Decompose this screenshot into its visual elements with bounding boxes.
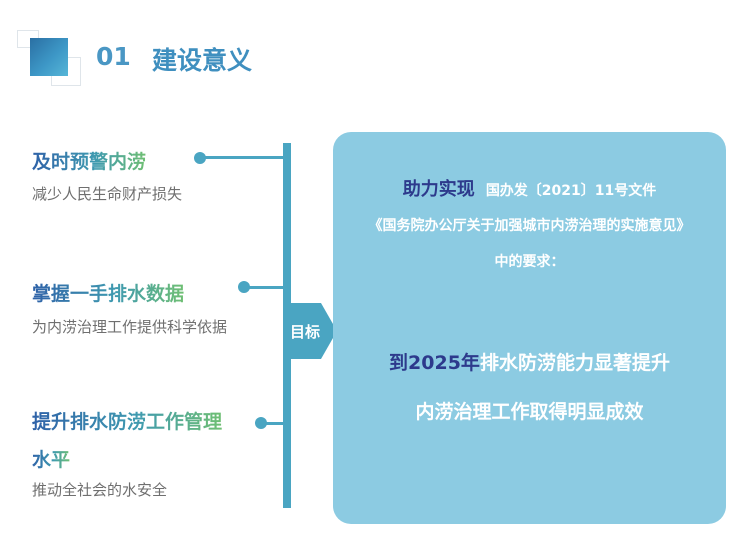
item-2-dot <box>238 281 250 293</box>
panel-requirement: 中的要求： <box>494 254 565 270</box>
panel-doc-ref: 国办发〔2021〕11号文件 <box>485 183 657 199</box>
item-1-title: 及时预警内涝 <box>32 147 146 174</box>
item-2-title: 掌握一手排水数据 <box>32 279 184 306</box>
section-number: 01 <box>96 42 131 71</box>
panel-goal-year: 到2025年 <box>389 352 480 374</box>
section-title: 建设意义 <box>152 46 253 75</box>
goal-arrow-label: 目标 <box>290 323 321 341</box>
item-1-connector <box>202 156 284 159</box>
panel-goal-line1: 到2025年排水防涝能力显著提升 <box>333 348 726 375</box>
panel-goal-line2: 内涝治理工作取得明显成效 <box>415 401 644 423</box>
item-3-title-line1: 提升排水防涝工作管理 <box>32 407 222 434</box>
item-1-desc: 减少人民生命财产损失 <box>32 185 183 203</box>
logo-square <box>30 38 68 76</box>
item-2-desc: 为内涝治理工作提供科学依据 <box>32 318 228 336</box>
item-1-dot <box>194 152 206 164</box>
panel-lead-line: 助力实现 国办发〔2021〕11号文件 <box>333 175 726 201</box>
item-3-desc: 推动全社会的水安全 <box>32 481 168 499</box>
panel-goal-text1: 排水防涝能力显著提升 <box>479 352 670 374</box>
item-3-dot <box>255 417 267 429</box>
section-logo <box>17 30 81 86</box>
item-2-connector <box>246 286 284 289</box>
item-3-title-line2: 水平 <box>32 445 70 472</box>
panel-lead: 助力实现 <box>402 179 475 200</box>
panel-doc-title: 《国务院办公厅关于加强城市内涝治理的实施意见》 <box>368 218 691 234</box>
item-3-connector <box>263 422 284 425</box>
goal-panel: 助力实现 国办发〔2021〕11号文件 《国务院办公厅关于加强城市内涝治理的实施… <box>333 132 726 524</box>
